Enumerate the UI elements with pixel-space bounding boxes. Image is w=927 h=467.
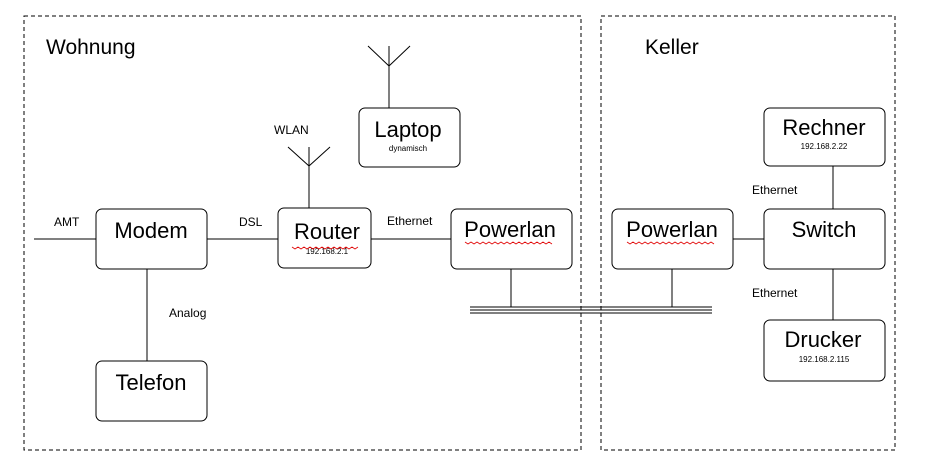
drucker-label: Drucker (784, 327, 861, 352)
router-spell-squiggle (291, 246, 359, 250)
ethernet-router-label: Ethernet (387, 214, 433, 228)
powerlan-home-box (450, 208, 573, 270)
zone-wohnung (23, 15, 582, 451)
drucker-ip: 192.168.2.115 (799, 355, 850, 364)
switch-box (763, 208, 886, 270)
amt-label: AMT (54, 215, 80, 229)
zone-keller-title: Keller (645, 36, 699, 59)
zone-wohnung-title: Wohnung (46, 36, 136, 59)
modem-box (95, 208, 208, 270)
rechner-ip: 192.168.2.22 (801, 142, 848, 151)
analog-label: Analog (169, 306, 206, 320)
ethernet-drucker-label: Ethernet (752, 286, 798, 300)
router-box (277, 207, 372, 269)
powerlan-home-spell-squiggle (464, 241, 553, 245)
telefon-label: Telefon (116, 370, 187, 395)
powerline-cable (470, 306, 712, 314)
powerlan-cellar-spell-squiggle (626, 241, 715, 245)
zone-keller (600, 15, 896, 451)
rechner-label: Rechner (782, 115, 865, 140)
switch-label: Switch (792, 217, 857, 242)
laptop-antenna-icon (367, 45, 411, 108)
router-ip: 192.168.2.1 (306, 247, 349, 256)
ethernet-rechner-label: Ethernet (752, 183, 798, 197)
wlan-label: WLAN (274, 123, 309, 137)
powerlan-home-label: Powerlan (464, 217, 556, 242)
wlan-antenna-icon (287, 146, 331, 167)
laptop-box (358, 107, 461, 168)
laptop-label: Laptop (374, 117, 441, 142)
rechner-box (763, 107, 886, 167)
drucker-box (763, 319, 886, 382)
telefon-box (95, 360, 208, 422)
laptop-sub: dynamisch (389, 144, 427, 153)
powerlan-cellar-label: Powerlan (626, 217, 718, 242)
powerlan-cellar-box (611, 208, 734, 270)
modem-label: Modem (114, 218, 187, 243)
router-label: Router (294, 219, 360, 244)
dsl-label: DSL (239, 215, 263, 229)
